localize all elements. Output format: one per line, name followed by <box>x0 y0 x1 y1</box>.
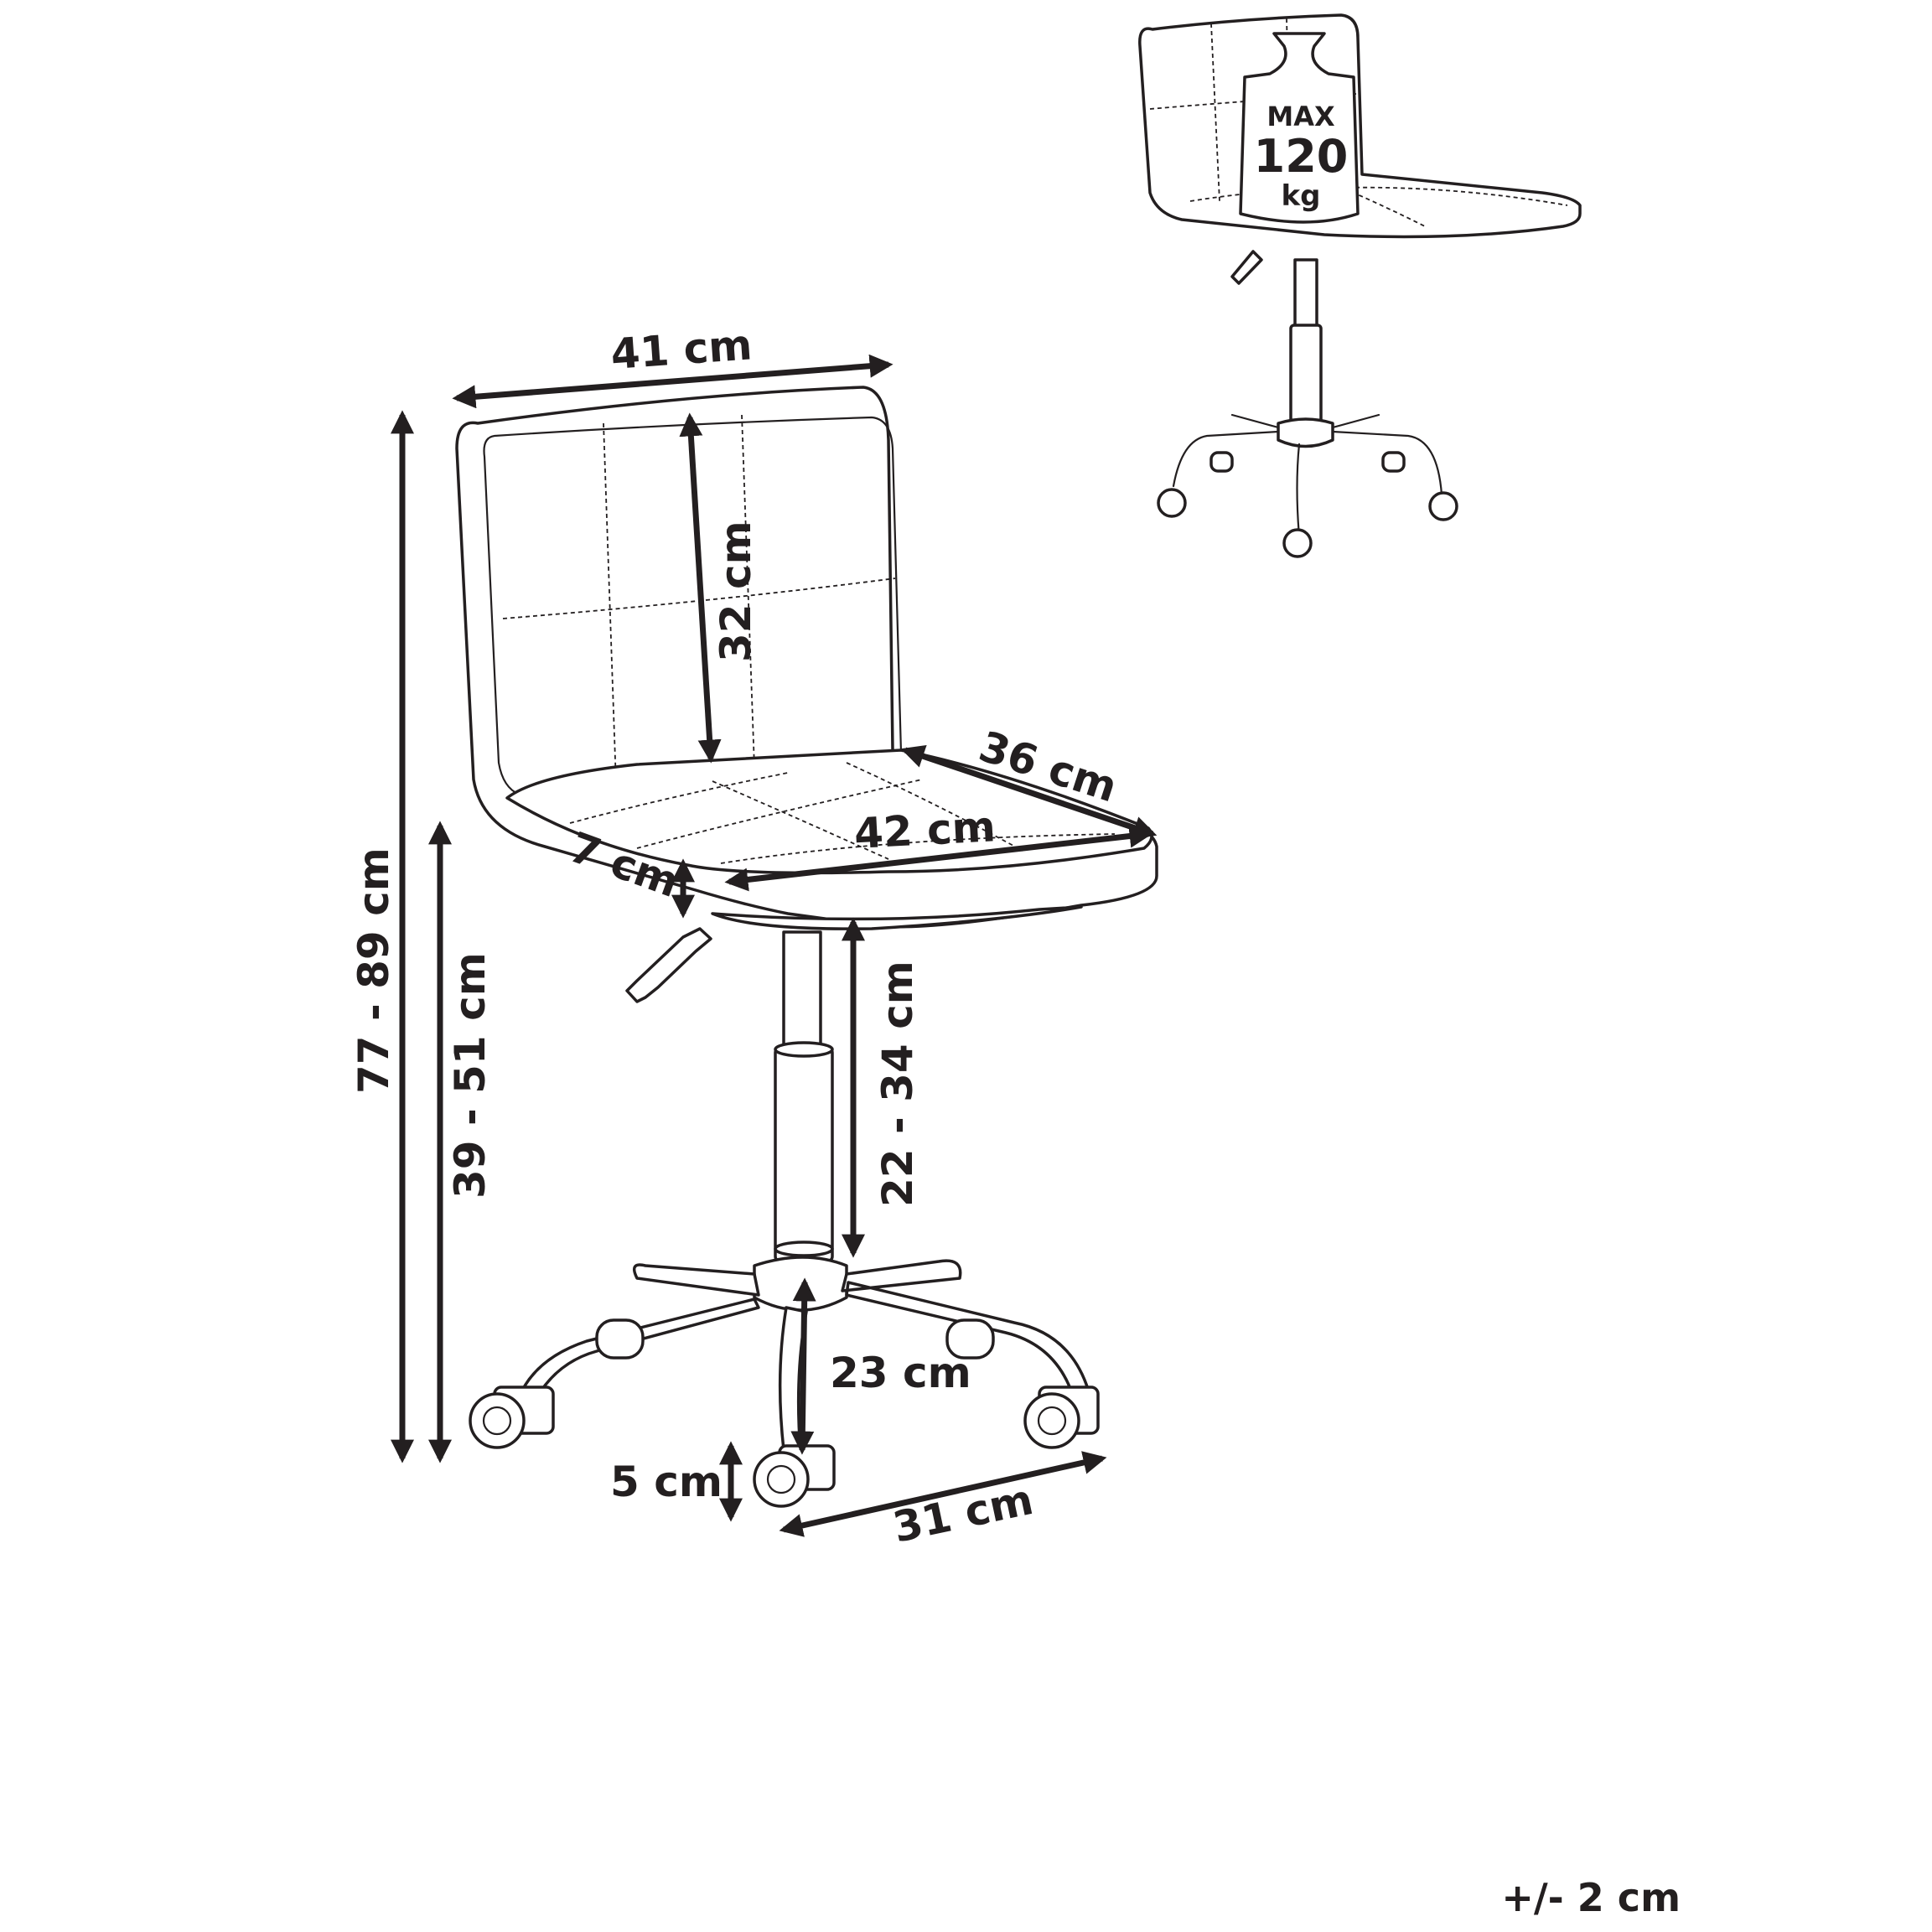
base-hub <box>753 1256 848 1312</box>
caster-front <box>753 1444 836 1508</box>
caster-right <box>1023 1386 1100 1449</box>
arrow-backrest-height <box>679 412 722 764</box>
label-backrest-width: 41 cm <box>609 320 754 379</box>
label-total-height: 77 - 89 cm <box>350 847 398 1094</box>
caster-left <box>469 1386 555 1449</box>
weight-badge-icon: MAX 120 kg <box>1239 32 1360 224</box>
label-seat-height: 39 - 51 cm <box>446 952 495 1199</box>
arrow-seat-width <box>724 824 1153 892</box>
label-seat-width: 42 cm <box>853 802 997 858</box>
weight-badge-line2: 120 <box>1254 130 1349 183</box>
label-caster-height: 5 cm <box>610 1458 723 1506</box>
arrow-base-radius <box>790 1277 816 1455</box>
arrow-seat-depth <box>900 744 1158 840</box>
backrest-inner-panel <box>483 416 903 796</box>
gas-lever <box>625 927 712 1003</box>
column-upper <box>782 930 822 1051</box>
weight-badge-line1: MAX <box>1266 101 1335 132</box>
caster-back-right <box>945 1318 995 1360</box>
main-chair-drawing <box>455 386 1158 1508</box>
label-column-height: 22 - 34 cm <box>873 961 922 1207</box>
dimension-arrows <box>391 354 1158 1537</box>
arrow-backrest-width <box>452 354 893 409</box>
thumbnail-chair <box>1138 13 1582 558</box>
column-cylinder <box>774 1046 834 1263</box>
seat-seams <box>569 762 1116 864</box>
tolerance-note: +/- 2 cm <box>1501 1875 1681 1920</box>
label-backrest-height: 32 cm <box>712 521 760 662</box>
arrow-base-leg-span <box>779 1451 1107 1537</box>
caster-back-left <box>595 1318 645 1360</box>
label-base-radius: 23 cm <box>830 1349 971 1397</box>
weight-badge-line3: kg <box>1282 179 1321 213</box>
